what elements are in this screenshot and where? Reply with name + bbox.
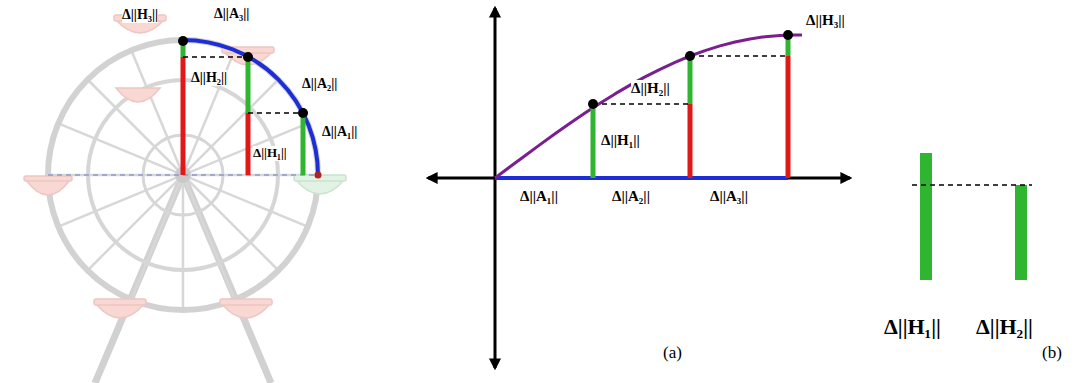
- point: [588, 99, 598, 109]
- green-bar: [688, 56, 693, 104]
- delta-label: Δ||H₂||: [191, 70, 227, 86]
- gondolas: [24, 15, 274, 318]
- point: [243, 52, 253, 62]
- delta-label: Δ||A₂||: [612, 188, 650, 205]
- point: [783, 30, 793, 40]
- delta-label: Δ||H₂||: [631, 80, 670, 97]
- delta-label: Δ||H₁||: [884, 314, 941, 339]
- arc-length-segment: [495, 176, 788, 180]
- green-bar: [246, 57, 251, 113]
- red-bar: [246, 113, 251, 175]
- wheel-height-bars: [183, 41, 303, 175]
- chart-height-bars: [593, 35, 788, 178]
- green-bar: [920, 153, 932, 280]
- wheel-spokes: [48, 40, 318, 310]
- dashed-level: [912, 184, 1032, 186]
- delta-label: Δ||A₂||: [302, 76, 337, 92]
- delta-label: Δ||H₃||: [806, 12, 845, 29]
- start-point: [315, 172, 322, 179]
- delta-label: Δ||H₂||: [976, 314, 1033, 339]
- green-bar: [1015, 185, 1027, 280]
- arc-path: [183, 40, 318, 175]
- point: [685, 51, 695, 61]
- delta-label: Δ||A₁||: [322, 124, 357, 140]
- ferris-wheel: [24, 15, 346, 383]
- green-bar: [301, 113, 306, 175]
- point: [178, 36, 188, 46]
- delta-label: Δ||H₃||: [122, 7, 158, 23]
- panel-label: (b): [1042, 343, 1062, 363]
- red-bar: [688, 104, 693, 178]
- delta-label: Δ||A₃||: [214, 6, 249, 22]
- wheel-rim: [48, 40, 318, 310]
- dashed-level: [690, 55, 788, 57]
- height-curve: [495, 35, 802, 178]
- dashed-level: [593, 103, 690, 105]
- point: [298, 108, 308, 118]
- red-bar: [181, 57, 186, 175]
- panel-label: (a): [663, 343, 682, 363]
- red-bar: [786, 56, 791, 178]
- y-axis: [494, 8, 497, 368]
- delta-label: Δ||A₃||: [710, 188, 748, 205]
- green-bar: [591, 104, 596, 178]
- delta-label: Δ||H₁||: [601, 132, 640, 149]
- delta-label: Δ||A₁||: [520, 188, 558, 205]
- dashed-level: [248, 112, 303, 114]
- delta-label: Δ||H₁||: [253, 146, 287, 161]
- dashed-level: [183, 56, 248, 58]
